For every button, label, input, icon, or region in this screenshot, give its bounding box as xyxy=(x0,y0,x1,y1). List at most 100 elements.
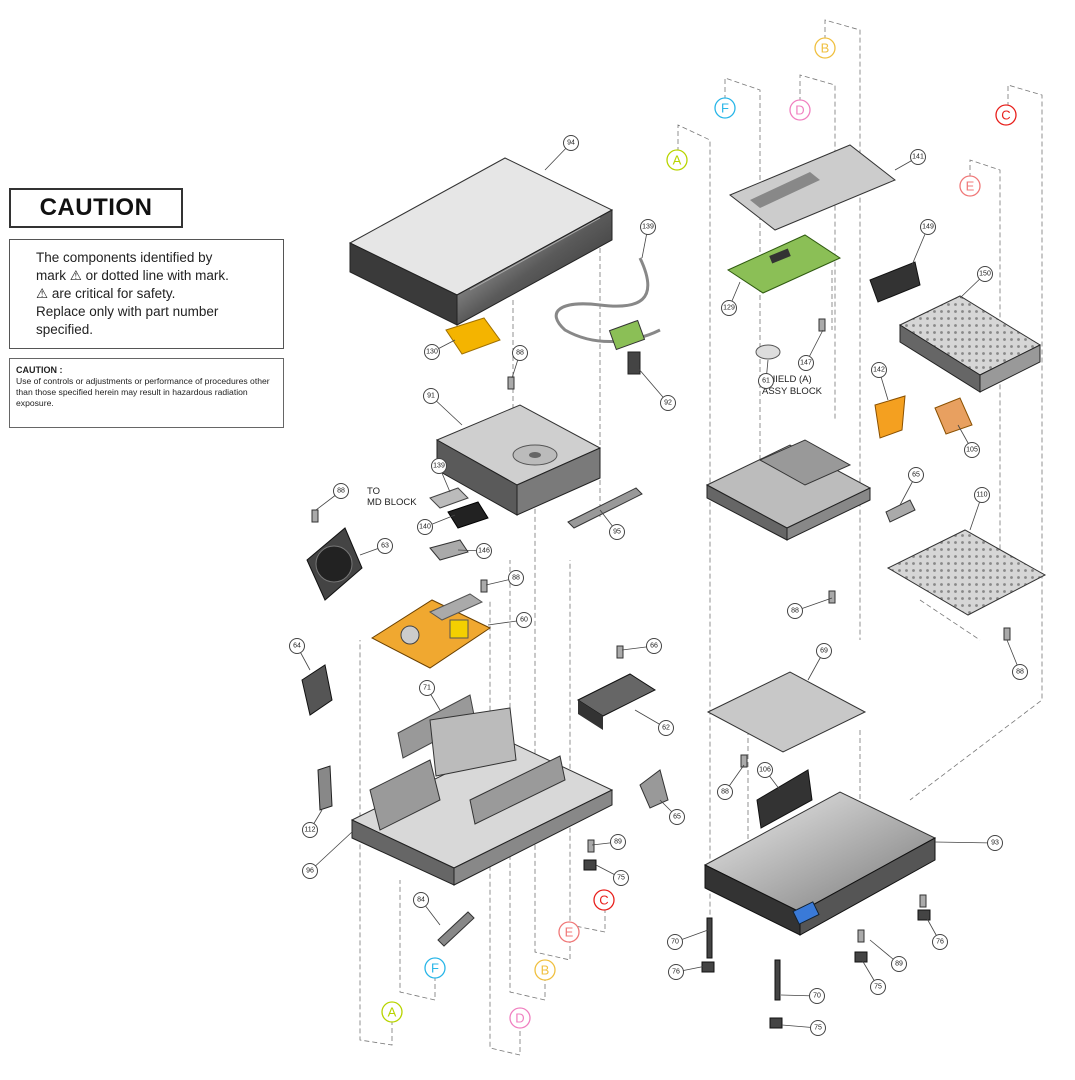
part-number: 105 xyxy=(966,447,978,454)
connector-marker-b: B xyxy=(814,37,836,59)
md-mechanism xyxy=(435,404,602,516)
feet-and-pins xyxy=(583,859,931,1029)
part-callout-146: 146 xyxy=(476,543,492,559)
bracket-65-left xyxy=(639,769,669,809)
connector-marker-a: A xyxy=(381,1001,403,1023)
part-number: 130 xyxy=(426,349,438,356)
sensor-board xyxy=(608,319,646,375)
top-cover xyxy=(348,157,614,326)
part-callout-91: 91 xyxy=(423,388,439,404)
part-callout-139: 139 xyxy=(640,219,656,235)
connector-letter: A xyxy=(388,1005,397,1020)
part-number: 139 xyxy=(433,463,445,470)
part-callout-76: 76 xyxy=(932,934,948,950)
cooling-fan xyxy=(306,527,363,601)
part-number: 89 xyxy=(895,961,903,968)
connector-marker-d: D xyxy=(509,1007,531,1029)
clip-65-right xyxy=(885,499,916,523)
part-number: 141 xyxy=(912,154,924,161)
part-callout-60: 60 xyxy=(516,612,532,628)
connector-marker-c: C xyxy=(995,104,1017,126)
rear-panel-150 xyxy=(898,295,1042,393)
connector-letter: B xyxy=(541,963,550,978)
part-callout-106: 106 xyxy=(757,762,773,778)
radiation-caution: CAUTION : Use of controls or adjustments… xyxy=(9,358,284,428)
part-number: 65 xyxy=(673,814,681,821)
connector-marker-f: F xyxy=(714,97,736,119)
part-number: 94 xyxy=(567,140,575,147)
part-callout-70: 70 xyxy=(809,988,825,1004)
part-callout-75: 75 xyxy=(870,979,886,995)
connector-letter: E xyxy=(966,179,975,194)
connector-marker-e: E xyxy=(558,921,580,943)
label-sheet xyxy=(445,317,501,355)
caution-notice: The components identified by mark ⚠ or d… xyxy=(9,239,284,349)
part-callout-63: 63 xyxy=(377,538,393,554)
part-number: 88 xyxy=(512,575,520,582)
part-number: 106 xyxy=(759,767,771,774)
part-number: 88 xyxy=(1016,669,1024,676)
shield-plate-110 xyxy=(886,529,1047,616)
connector-letter: F xyxy=(721,101,729,116)
connector-marker-d: D xyxy=(789,99,811,121)
part-number: 92 xyxy=(664,400,672,407)
part-callout-70: 70 xyxy=(667,934,683,950)
caution-line: ⚠ are critical for safety. xyxy=(36,286,176,301)
connector-letter: F xyxy=(431,961,439,976)
part-number: 64 xyxy=(293,643,301,650)
part-number: 96 xyxy=(306,868,314,875)
part-callout-93: 93 xyxy=(987,835,1003,851)
battery-61 xyxy=(755,344,781,360)
black-sheet-140 xyxy=(447,501,489,529)
part-callout-105: 105 xyxy=(964,442,980,458)
bracket-64 xyxy=(301,664,333,716)
leader-line xyxy=(934,841,996,844)
part-number: 88 xyxy=(337,488,345,495)
part-number: 65 xyxy=(912,472,920,479)
flex-cable-142 xyxy=(874,395,906,439)
part-callout-88: 88 xyxy=(717,784,733,800)
part-callout-61: 61 xyxy=(758,373,774,389)
connector-letter: C xyxy=(599,893,608,908)
part-number: 89 xyxy=(614,839,622,846)
part-number: 75 xyxy=(874,984,882,991)
part-callout-62: 62 xyxy=(658,720,674,736)
part-callout-66: 66 xyxy=(646,638,662,654)
part-callout-94: 94 xyxy=(563,135,579,151)
connector-letter: C xyxy=(1001,108,1010,123)
part-callout-110: 110 xyxy=(974,487,990,503)
part-callout-71: 71 xyxy=(419,680,435,696)
screws xyxy=(311,318,1011,943)
part-number: 95 xyxy=(613,529,621,536)
part-callout-147: 147 xyxy=(798,355,814,371)
part-number: 110 xyxy=(976,492,987,499)
shield-pcb-141 xyxy=(729,144,896,231)
to-md-block-label: MD BLOCK xyxy=(367,497,417,508)
part-callout-141: 141 xyxy=(910,149,926,165)
part-number: 150 xyxy=(979,271,991,278)
shield-assy-block xyxy=(705,439,872,541)
part-number: 140 xyxy=(419,524,431,531)
part-number: 71 xyxy=(423,685,431,692)
part-callout-84: 84 xyxy=(413,892,429,908)
part-callout-130: 130 xyxy=(424,344,440,360)
guide-lines xyxy=(359,19,1043,1056)
part-callout-149: 149 xyxy=(920,219,936,235)
connector-marker-c: C xyxy=(593,889,615,911)
part-callout-142: 142 xyxy=(871,362,887,378)
part-callout-75: 75 xyxy=(613,870,629,886)
part-number: 76 xyxy=(936,939,944,946)
part-number: 139 xyxy=(642,224,654,231)
digital-board-129 xyxy=(726,234,842,294)
part-callout-88: 88 xyxy=(508,570,524,586)
part-number: 147 xyxy=(800,360,812,367)
bottom-plate-69 xyxy=(706,671,867,753)
part-number: 84 xyxy=(417,897,425,904)
jack-board xyxy=(576,673,657,730)
main-chassis xyxy=(350,707,614,886)
connector-letter: A xyxy=(673,153,682,168)
connector-marker-f: F xyxy=(424,957,446,979)
caution-line: Replace only with part number xyxy=(36,304,219,319)
part-number: 60 xyxy=(520,617,528,624)
small-bracket-139 xyxy=(429,487,469,509)
